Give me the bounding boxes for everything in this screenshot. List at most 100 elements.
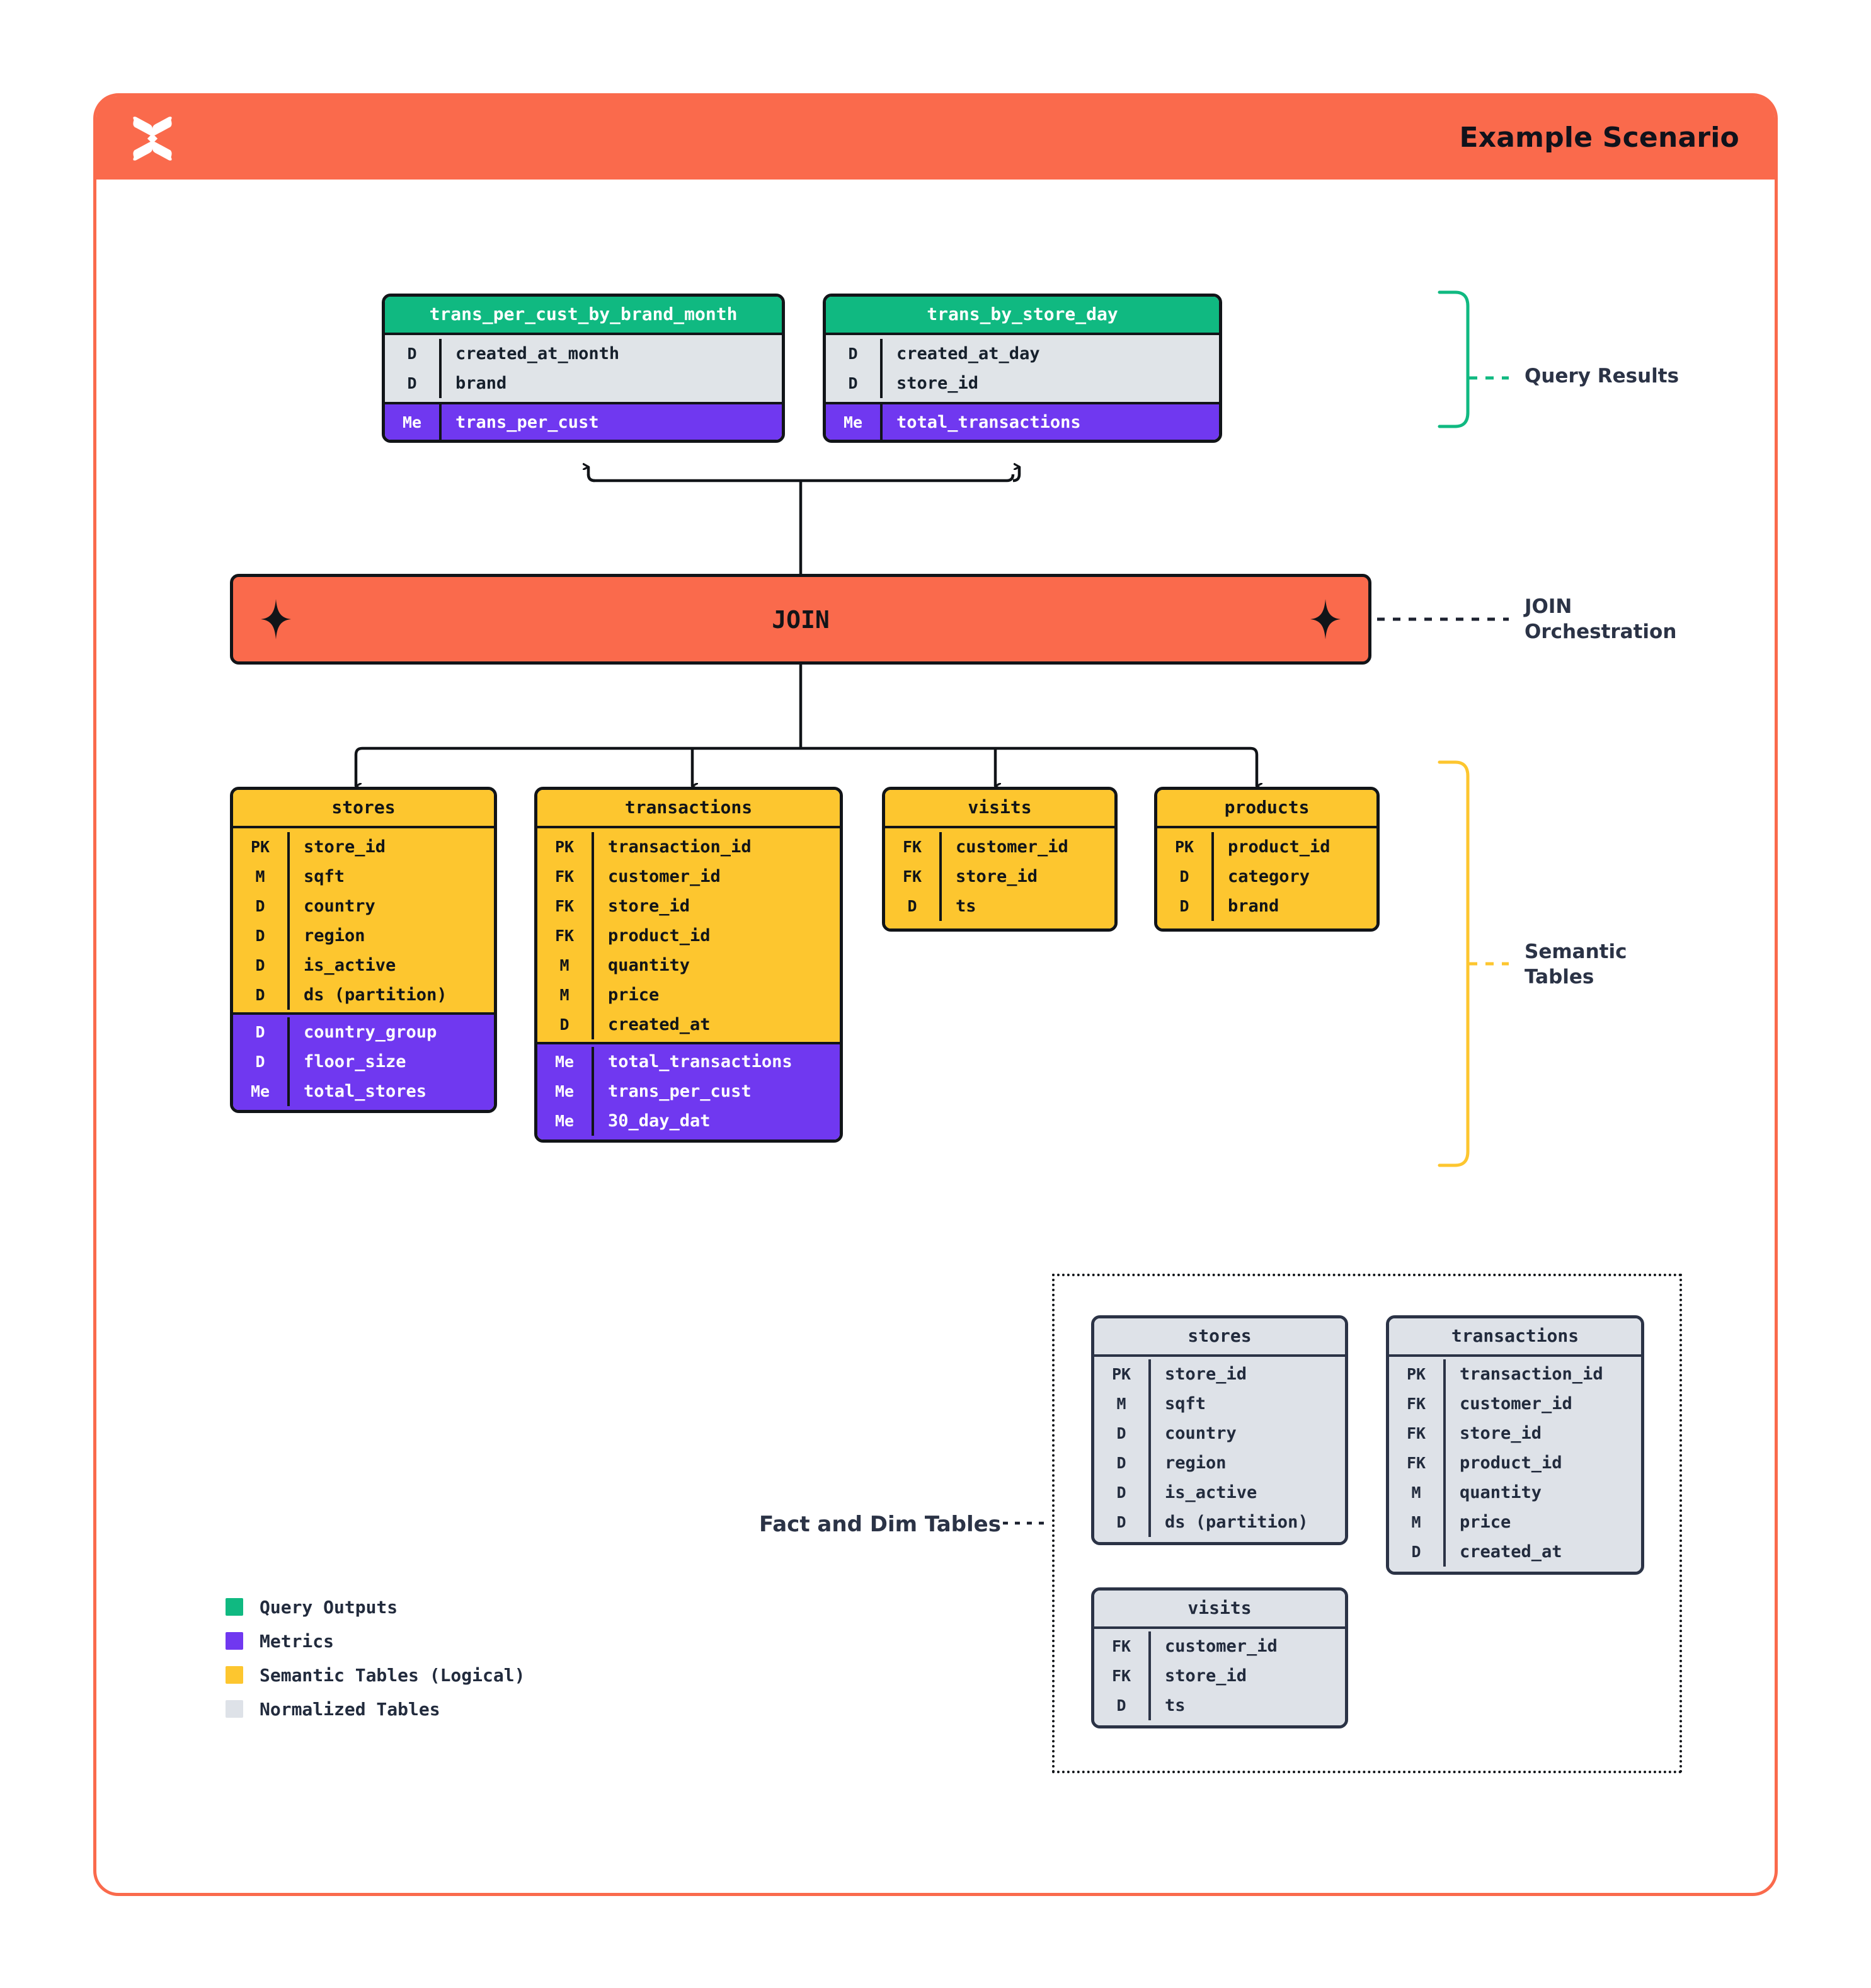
legend-item: Metrics	[226, 1624, 525, 1658]
metric-field: total_stores	[304, 1082, 427, 1102]
column-field: store_id	[896, 374, 979, 394]
column-field: product_id	[1228, 837, 1330, 857]
query-result-table-trans-per-cust-by-brand-month[interactable]: trans_per_cust_by_brand_month D created_…	[382, 294, 785, 443]
legend: Query Outputs Metrics Semantic Tables (L…	[226, 1590, 525, 1726]
column-field: region	[1165, 1453, 1227, 1473]
table-title: visits	[1094, 1591, 1345, 1627]
column-field: ts	[956, 896, 976, 917]
table-title: stores	[1094, 1318, 1345, 1355]
table-row: FK product_id	[537, 921, 840, 951]
column-field: created_at_month	[455, 344, 620, 364]
column-field: product_id	[608, 926, 711, 946]
query-result-table-trans-by-store-day[interactable]: trans_by_store_day D created_at_day D st…	[823, 294, 1222, 443]
legend-swatch-normalized-tables	[226, 1700, 243, 1718]
column-field: customer_id	[1460, 1394, 1572, 1414]
column-key: D	[1157, 891, 1214, 922]
table-title: stores	[233, 790, 494, 826]
annotation-join-line2: Orchestration	[1525, 620, 1677, 643]
column-key: D	[1094, 1478, 1151, 1508]
legend-label: Semantic Tables (Logical)	[260, 1664, 525, 1686]
column-key: PK	[1389, 1359, 1446, 1390]
column-key: D	[537, 1010, 594, 1040]
metric-key: Me	[537, 1077, 594, 1107]
column-field: ts	[1165, 1696, 1186, 1716]
column-key: D	[826, 368, 883, 399]
column-field: country	[304, 896, 375, 917]
column-field: brand	[1228, 896, 1279, 917]
column-field: created_at_day	[896, 344, 1040, 364]
column-key: D	[233, 980, 290, 1010]
table-row: FK store_id	[885, 862, 1114, 892]
legend-item: Query Outputs	[226, 1590, 525, 1624]
column-key: D	[885, 891, 942, 922]
column-key: D	[233, 891, 290, 922]
card-header: Example Scenario	[96, 96, 1775, 180]
column-key: FK	[537, 891, 594, 922]
column-key: D	[826, 339, 883, 369]
column-key: D	[385, 368, 442, 399]
fact-and-dim-group	[1052, 1274, 1682, 1773]
legend-label: Metrics	[260, 1630, 335, 1652]
column-key: D	[1157, 862, 1214, 892]
column-field: customer_id	[956, 837, 1068, 857]
column-key: D	[1094, 1448, 1151, 1478]
legend-item: Normalized Tables	[226, 1692, 525, 1726]
column-field: price	[608, 985, 660, 1005]
join-label: JOIN	[772, 606, 830, 634]
column-field: sqft	[1165, 1394, 1206, 1414]
column-field: category	[1228, 867, 1310, 887]
metric-field: total_transactions	[896, 412, 1081, 432]
annotation-semantic-line1: Semantic	[1525, 940, 1627, 963]
metric-field: total_transactions	[608, 1052, 792, 1072]
table-row: PK store_id	[233, 832, 494, 862]
column-field: is_active	[1165, 1483, 1257, 1503]
annotation-query-results: Query Results	[1525, 365, 1679, 387]
column-key: FK	[537, 921, 594, 951]
metric-row: Me trans_per_cust	[385, 404, 782, 440]
table-title: products	[1157, 790, 1376, 826]
column-field: quantity	[1460, 1483, 1542, 1503]
column-field: country	[1165, 1424, 1237, 1444]
metric-key: Me	[826, 404, 883, 440]
legend-swatch-metrics	[226, 1632, 243, 1650]
column-key: FK	[1094, 1661, 1151, 1691]
legend-item: Semantic Tables (Logical)	[226, 1658, 525, 1692]
join-orchestration-bar[interactable]: JOIN	[230, 574, 1371, 665]
column-key: D	[1094, 1419, 1151, 1449]
column-key: FK	[885, 862, 942, 892]
table-title: trans_per_cust_by_brand_month	[385, 297, 782, 333]
column-key: PK	[233, 832, 290, 862]
column-key: D	[385, 339, 442, 369]
metric-field: trans_per_cust	[455, 412, 599, 432]
column-key: FK	[1389, 1419, 1446, 1449]
column-field: store_id	[304, 837, 386, 857]
column-field: store_id	[1165, 1364, 1247, 1385]
column-key: M	[233, 862, 290, 892]
column-field: sqft	[304, 867, 345, 887]
metric-field: 30_day_dat	[608, 1111, 711, 1131]
column-field: store_id	[956, 867, 1038, 887]
